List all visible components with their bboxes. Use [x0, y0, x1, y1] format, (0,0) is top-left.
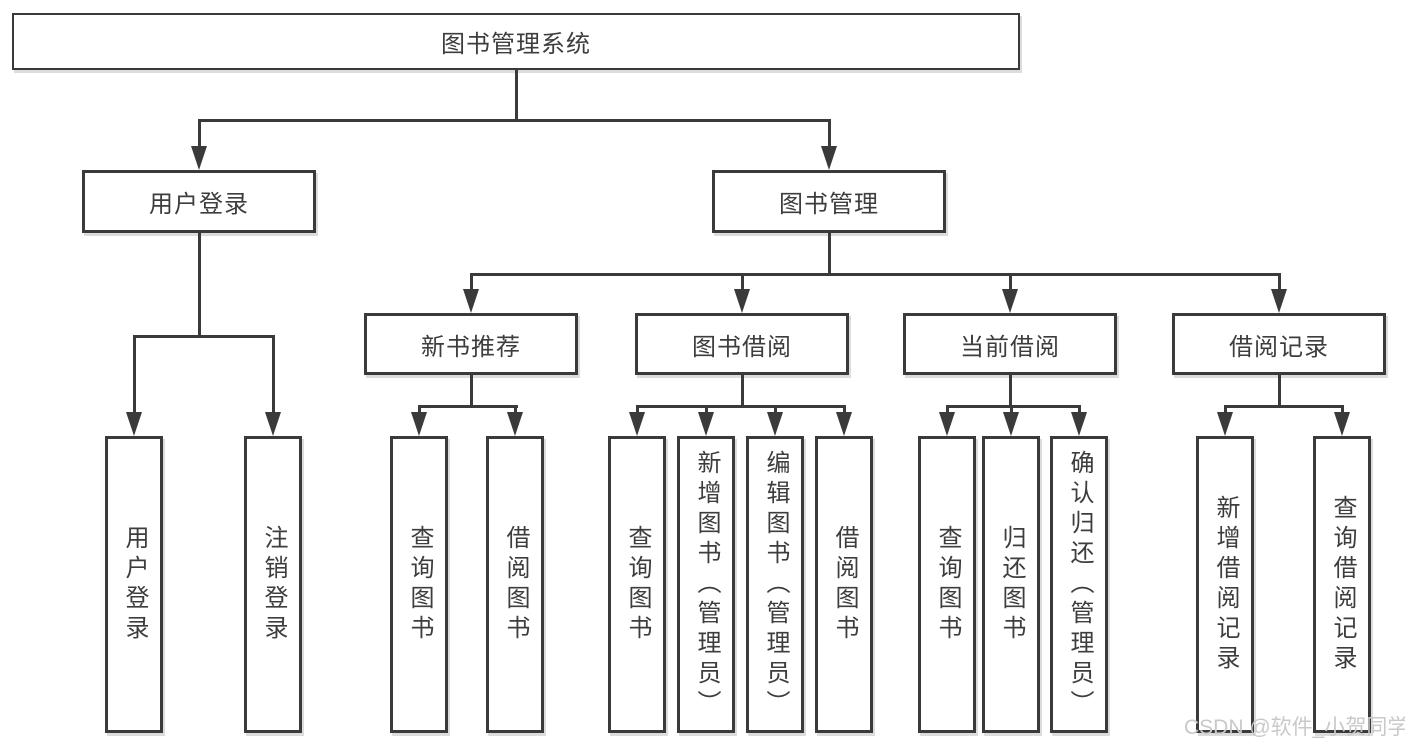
connector-book-borrow-branch: [636, 405, 845, 408]
leaf-query-books-current: 查询图书: [918, 436, 976, 733]
node-book-management-label: 图书管理: [779, 191, 879, 218]
node-current-borrow-label: 当前借阅: [960, 333, 1060, 361]
leaf-borrow-books-label: 借阅图书: [831, 524, 858, 645]
arrowhead-return-books-icon: [1003, 412, 1019, 436]
connector-shaft-book-borrow: [741, 273, 744, 293]
leaf-confirm-return-admin: 确认归还（管理员）: [1050, 436, 1108, 733]
connector-shaft-edit-books: [774, 405, 777, 415]
arrowhead-query-books-2-icon: [629, 412, 645, 436]
arrowhead-borrow-records-icon: [1271, 289, 1287, 313]
arrowhead-query-books-3-icon: [939, 412, 955, 436]
node-current-borrow: 当前借阅: [903, 313, 1117, 375]
leaf-borrow-books-recommend-label: 借阅图书: [502, 524, 529, 645]
arrowhead-confirm-return-icon: [1071, 412, 1087, 436]
connector-borrow-records-branch: [1224, 405, 1343, 408]
leaf-user-login: 用户登录: [105, 436, 163, 733]
connector-book-borrow-stem: [741, 375, 744, 408]
leaf-query-books-borrow: 查询图书: [608, 436, 666, 733]
leaf-return-books-label: 归还图书: [998, 524, 1025, 645]
node-new-book-recommend: 新书推荐: [364, 313, 578, 375]
node-borrow-records-label: 借阅记录: [1229, 333, 1329, 361]
connector-current-borrow-branch: [946, 405, 1080, 408]
leaf-edit-books-admin: 编辑图书（管理员）: [746, 436, 804, 733]
leaf-add-books-admin-label: 新增图书（管理员）: [693, 449, 720, 720]
leaf-logout-label: 注销登录: [260, 524, 287, 645]
leaf-borrow-books: 借阅图书: [815, 436, 873, 733]
connector-user-login-stem: [198, 233, 201, 338]
node-book-borrow: 图书借阅: [635, 313, 849, 375]
leaf-return-books: 归还图书: [982, 436, 1040, 733]
node-book-management: 图书管理: [712, 170, 946, 233]
leaf-query-books-recommend-label: 查询图书: [406, 524, 433, 645]
leaf-query-books-current-label: 查询图书: [934, 524, 961, 645]
arrowhead-current-borrow-icon: [1002, 289, 1018, 313]
connector-shaft-add-books: [705, 405, 708, 415]
arrowhead-new-book-icon: [463, 289, 479, 313]
connector-root-branch: [198, 119, 831, 122]
connector-shaft-user-login: [198, 119, 201, 151]
connector-shaft-return-books: [1010, 405, 1013, 415]
leaf-query-books-recommend: 查询图书: [390, 436, 448, 733]
arrowhead-edit-books-icon: [767, 412, 783, 436]
connector-shaft-book-management: [828, 119, 831, 151]
connector-shaft-current-borrow: [1009, 273, 1012, 293]
leaf-add-books-admin: 新增图书（管理员）: [677, 436, 735, 733]
watermark: CSDN @软件_小贺同学: [1184, 716, 1405, 739]
connector-current-borrow-stem: [1009, 375, 1012, 408]
arrowhead-user-login-icon: [191, 146, 207, 170]
leaf-logout: 注销登录: [244, 436, 302, 733]
arrowhead-add-record-icon: [1217, 412, 1233, 436]
leaf-query-books-borrow-label: 查询图书: [624, 524, 651, 645]
connector-user-login-branch: [133, 335, 275, 338]
node-book-borrow-label: 图书借阅: [692, 333, 792, 361]
connector-shaft-leaf-logout: [272, 335, 275, 415]
connector-shaft-borrow-books-1: [514, 405, 517, 415]
node-borrow-records: 借阅记录: [1172, 313, 1386, 375]
arrowhead-book-management-icon: [821, 146, 837, 170]
arrowhead-add-books-icon: [698, 412, 714, 436]
connector-shaft-borrow-records: [1278, 273, 1281, 293]
connector-shaft-confirm-return: [1078, 405, 1081, 415]
node-user-login-label: 用户登录: [149, 191, 249, 218]
leaf-borrow-books-recommend: 借阅图书: [486, 436, 544, 733]
leaf-confirm-return-admin-label: 确认归还（管理员）: [1066, 449, 1093, 720]
leaf-add-borrow-record-label: 新增借阅记录: [1212, 494, 1239, 675]
arrowhead-query-books-1-icon: [411, 412, 427, 436]
leaf-add-borrow-record: 新增借阅记录: [1196, 436, 1254, 733]
arrowhead-leaf-user-login-icon: [126, 412, 142, 436]
connector-book-management-branch: [470, 273, 1281, 276]
connector-borrow-records-stem: [1278, 375, 1281, 408]
leaf-query-borrow-record-label: 查询借阅记录: [1329, 494, 1356, 675]
arrowhead-book-borrow-icon: [734, 289, 750, 313]
connector-shaft-query-books-1: [418, 405, 421, 415]
connector-new-book-stem: [470, 375, 473, 408]
connector-new-book-branch: [418, 405, 518, 408]
node-library-system-label: 图书管理系统: [441, 31, 591, 58]
connector-shaft-query-record: [1341, 405, 1344, 415]
node-library-system: 图书管理系统: [12, 13, 1020, 70]
connector-book-management-stem: [828, 233, 831, 276]
leaf-query-borrow-record: 查询借阅记录: [1313, 436, 1371, 733]
arrowhead-query-record-icon: [1334, 412, 1350, 436]
connector-shaft-leaf-user-login: [133, 335, 136, 415]
leaf-edit-books-admin-label: 编辑图书（管理员）: [762, 449, 789, 720]
arrowhead-leaf-logout-icon: [265, 412, 281, 436]
connector-shaft-add-record: [1224, 405, 1227, 415]
leaf-user-login-label: 用户登录: [121, 524, 148, 645]
node-user-login: 用户登录: [82, 170, 316, 233]
node-new-book-recommend-label: 新书推荐: [421, 333, 521, 361]
connector-shaft-query-books-3: [946, 405, 949, 415]
connector-shaft-query-books-2: [636, 405, 639, 415]
connector-root-stem: [515, 70, 518, 122]
connector-shaft-new-book: [470, 273, 473, 293]
arrowhead-borrow-books-2-icon: [836, 412, 852, 436]
arrowhead-borrow-books-1-icon: [507, 412, 523, 436]
connector-shaft-borrow-books-2: [843, 405, 846, 415]
